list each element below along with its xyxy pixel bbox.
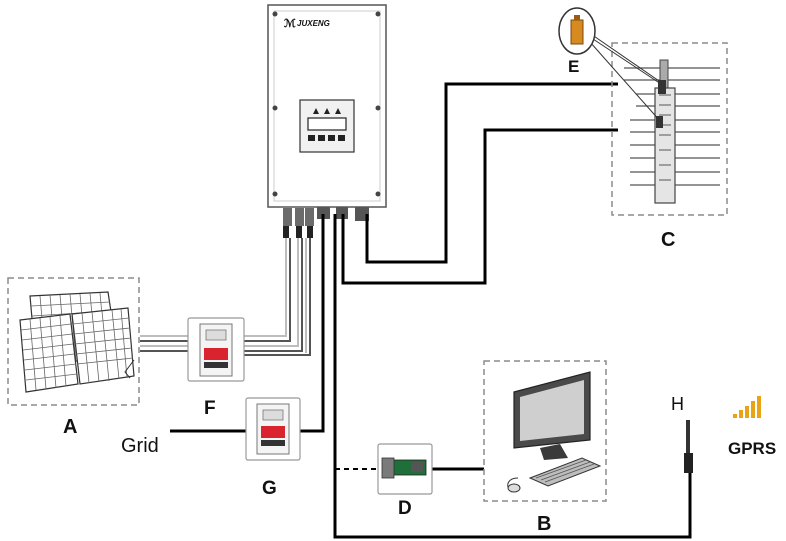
label-c: C (661, 229, 675, 251)
pv-cables (140, 238, 311, 356)
keyboard-icon (528, 457, 602, 487)
label-h: H (671, 394, 684, 414)
inverter: ℳ JUXENG (267, 4, 387, 238)
signal-icon (733, 396, 761, 418)
grid-breaker (245, 397, 301, 461)
pump-wire-upper (365, 82, 618, 264)
pv-array (7, 277, 140, 406)
label-grid: Grid (121, 435, 159, 457)
brand-name: JUXENG (297, 19, 330, 28)
label-a: A (63, 416, 77, 438)
grid-to-inverter-wire (300, 214, 325, 433)
gprs-label: GPRS (728, 439, 776, 458)
wires (170, 82, 692, 539)
well-pump (611, 42, 728, 216)
label-f: F (204, 398, 216, 419)
pv-breaker (187, 317, 245, 382)
comm-module (377, 443, 433, 495)
label-g: G (262, 478, 277, 499)
gprs-wire (333, 214, 692, 539)
gprs-badge: GPRS (728, 396, 776, 458)
label-d: D (398, 498, 412, 519)
label-e: E (568, 57, 579, 76)
label-b: B (537, 513, 551, 535)
brand-logo: ℳ JUXENG (284, 18, 330, 30)
inverter-connectors (283, 207, 369, 238)
pump-wire-lower (341, 128, 618, 285)
antenna (684, 420, 693, 473)
control-panel (299, 99, 355, 153)
solar-panel-front (19, 307, 135, 393)
battery-icon (570, 19, 584, 45)
svg-text:ℳ: ℳ (284, 18, 296, 30)
mouse-icon (507, 483, 521, 493)
antenna-icon (686, 420, 690, 455)
monitor-icon (513, 371, 591, 460)
level-sensor-bottom (656, 116, 663, 128)
sensor-detail (558, 7, 665, 123)
display-screen (307, 117, 347, 131)
level-sensor-top (658, 80, 666, 94)
computer (483, 360, 607, 502)
